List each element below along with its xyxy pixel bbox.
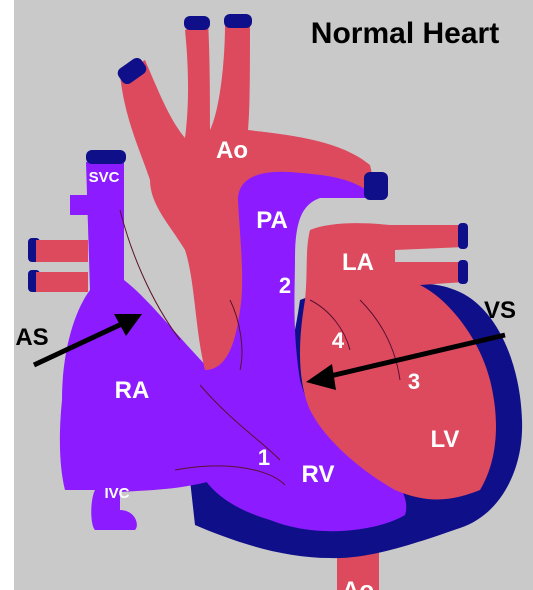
svc-branch [70, 195, 100, 215]
label-vs: VS [484, 297, 516, 324]
pulmonary-vein-upper [36, 240, 88, 262]
label-ivc: IVC [104, 485, 129, 502]
label-n3: 3 [408, 369, 420, 394]
pulmonary-vein-lower [36, 272, 88, 292]
label-ao-bottom: Ao [342, 577, 374, 590]
label-as: AS [15, 324, 48, 351]
label-svc: SVC [89, 169, 120, 186]
label-pa: PA [256, 207, 288, 234]
diagram-title: Normal Heart [311, 17, 499, 50]
label-rv: RV [302, 461, 335, 488]
label-ao: Ao [216, 137, 248, 164]
label-lv: LV [431, 426, 460, 453]
label-la: LA [342, 249, 374, 276]
label-n4: 4 [332, 328, 345, 353]
label-ra: RA [115, 377, 150, 404]
label-n1: 1 [258, 445, 270, 470]
label-n2: 2 [279, 273, 291, 298]
